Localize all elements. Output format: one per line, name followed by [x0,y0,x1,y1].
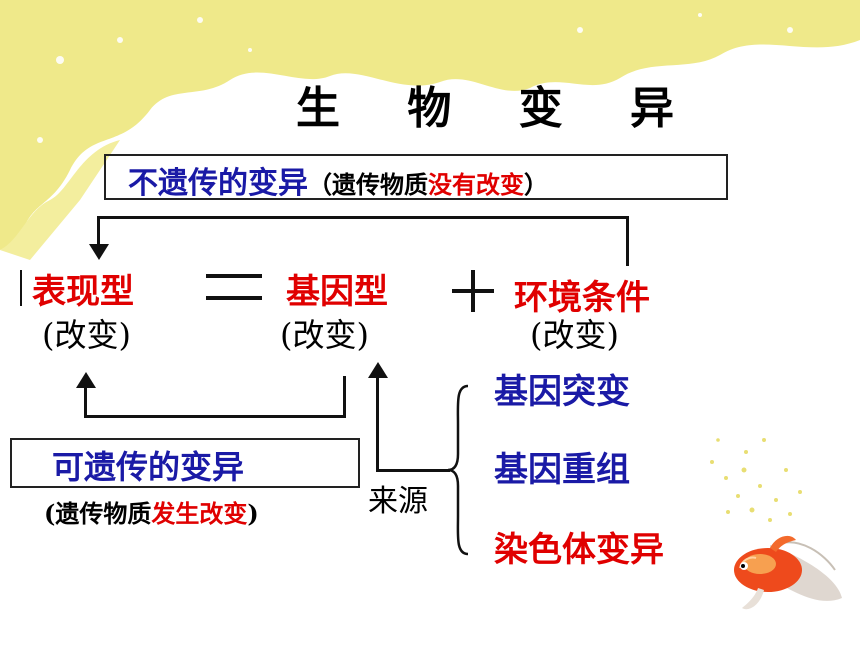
source-horizontal-line [376,469,450,472]
source-up-arrow-icon [368,362,388,378]
heritable-note-red: 发生改变 [151,499,248,528]
top-connector-left-drop [97,216,100,248]
source-item-gene-recombination: 基因重组 [494,450,630,490]
sparkle-dots [710,438,802,522]
source-label: 来源 [368,484,428,519]
yellow-corner-shape [0,0,860,250]
non-heritable-heading: 不遗传的变异（遗传物质没有改变） [128,158,548,202]
top-connector-right-drop [626,216,629,266]
curly-brace [447,384,469,556]
phenotype-label: 表现型 [32,272,134,312]
source-item-chromosome-variation: 染色体变异 [494,530,664,570]
plus-sign [452,270,494,316]
non-heritable-note-open: （遗传物质 [308,170,428,199]
environment-label: 环境条件 [514,278,650,318]
goldfish-image [734,535,842,610]
heritable-bracket-bottom [84,415,346,418]
genotype-label: 基因型 [286,272,388,312]
down-arrow-icon [89,244,109,260]
up-arrow-icon [76,372,96,388]
non-heritable-note-red: 没有改变 [428,170,524,199]
heritable-bracket-right [343,376,346,418]
left-edge-mark [20,270,22,306]
heritable-note-close: ) [247,499,259,528]
genotype-change: (改变) [280,316,369,354]
heritable-box [10,438,360,488]
heritable-label: 可遗传的变异 [52,448,245,486]
heritable-note-open: (遗传物质 [44,499,152,528]
environment-change: (改变) [530,316,619,354]
equals-sign [206,270,262,308]
page-title: 生 物 变 异 [296,83,700,134]
heritable-note: (遗传物质发生改变) [44,494,259,529]
non-heritable-box [104,154,728,200]
top-connector-line [97,216,629,219]
heritable-bracket-left [84,386,87,418]
phenotype-change: (改变) [42,316,131,354]
source-vertical-line [376,376,379,472]
non-heritable-note-close: ） [524,170,548,199]
non-heritable-label: 不遗传的变异 [128,166,308,201]
source-item-gene-mutation: 基因突变 [494,372,630,412]
